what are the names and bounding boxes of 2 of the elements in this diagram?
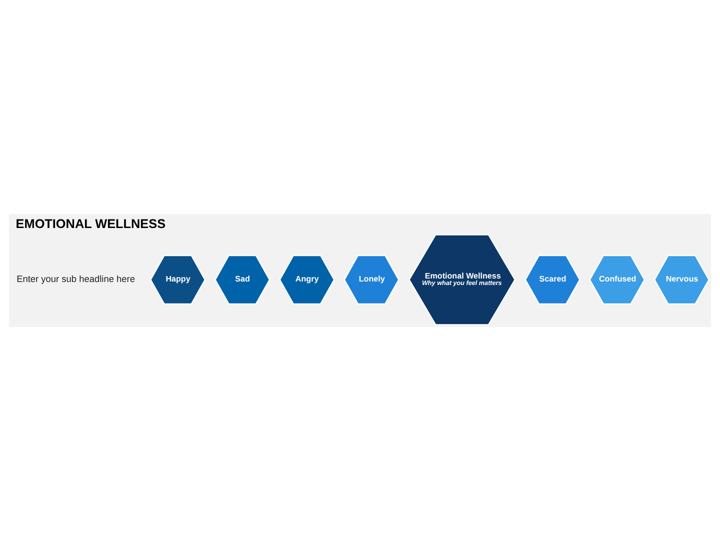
label: Enter your sub headline here [16,273,135,284]
diagram-title: EMOTIONAL WELLNESS [16,216,166,231]
